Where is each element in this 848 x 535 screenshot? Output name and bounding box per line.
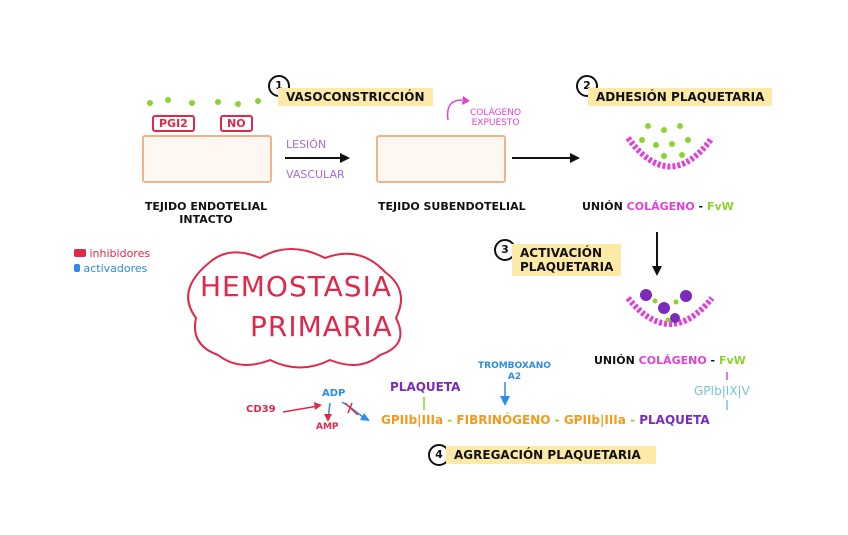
gp-ib-label: GPIb|IX|V bbox=[694, 384, 750, 398]
step4-title: AGREGACIÓN PLAQUETARIA bbox=[446, 446, 656, 464]
tromboxano-line1: TROMBOXANO bbox=[478, 361, 551, 372]
tromboxano-label: TROMBOXANO A2 bbox=[478, 361, 551, 383]
adp-label: ADP bbox=[322, 388, 345, 399]
subendothelial-tissue bbox=[376, 135, 506, 183]
gp-iib-iiia-left: GPIIb|IIIa bbox=[381, 413, 443, 427]
step1-title: VASOCONSTRICCIÓN bbox=[278, 88, 433, 106]
cd39-label: CD39 bbox=[246, 404, 276, 415]
step3-title-line2: PLAQUETARIA bbox=[520, 260, 613, 274]
union-prefix: UNIÓN bbox=[594, 354, 635, 367]
main-title-line1: HEMOSTASIA bbox=[200, 270, 392, 303]
main-title-line2: PRIMARIA bbox=[250, 310, 393, 343]
union-collagen: COLÁGENO bbox=[639, 354, 707, 367]
union-dash: - bbox=[699, 200, 704, 213]
chain-dash-3: - bbox=[630, 413, 635, 427]
legend-inhibitor-label: inhibidores bbox=[90, 247, 151, 260]
title-cloud bbox=[188, 249, 401, 368]
union-label-bottom: UNIÓN COLÁGENO - FvW bbox=[594, 354, 746, 367]
legend-activator-label: activadores bbox=[84, 262, 148, 275]
inhibitor-no: NO bbox=[220, 115, 253, 132]
union-fvw: FvW bbox=[707, 200, 734, 213]
endothelium-dots bbox=[147, 97, 261, 107]
aggregation-chain: GPIIb|IIIa - FIBRINÓGENO - GPIIb|IIIa - … bbox=[381, 413, 710, 427]
collagen-annotation-line1: COLÁGENO bbox=[470, 108, 521, 118]
gp-iib-iiia-right: GPIIb|IIIa bbox=[564, 413, 626, 427]
chain-dash-2: - bbox=[555, 413, 560, 427]
collagen-annotation-line2: EXPUESTO bbox=[470, 118, 521, 128]
lesion-label-2: VASCULAR bbox=[286, 168, 345, 181]
inhibitor-pgi2: PGI2 bbox=[152, 115, 195, 132]
union-label-top: UNIÓN COLÁGENO - FvW bbox=[582, 200, 734, 213]
collagen-annotation: COLÁGENO EXPUESTO bbox=[470, 108, 521, 128]
step2-title: ADHESIÓN PLAQUETARIA bbox=[588, 88, 772, 106]
union-collagen: COLÁGENO bbox=[627, 200, 695, 213]
fibrinogen-label: FIBRINÓGENO bbox=[456, 413, 550, 427]
lesion-label-1: LESIÓN bbox=[286, 138, 326, 151]
endothelium-label: TEJIDO ENDOTELIAL INTACTO bbox=[138, 200, 274, 226]
legend-inhibitor: inhibidores bbox=[74, 247, 150, 260]
step3-title-line1: ACTIVACIÓN bbox=[520, 246, 613, 260]
endothelium-label-line1: TEJIDO ENDOTELIAL bbox=[138, 200, 274, 213]
union-fvw: FvW bbox=[719, 354, 746, 367]
tromboxano-line2: A2 bbox=[478, 372, 551, 383]
legend-inhibitor-swatch bbox=[74, 249, 86, 257]
endothelial-tissue bbox=[142, 135, 272, 183]
chain-dash-1: - bbox=[447, 413, 452, 427]
amp-label: AMP bbox=[316, 422, 339, 432]
platelet-top-label: PLAQUETA bbox=[390, 380, 460, 394]
endothelium-label-line2: INTACTO bbox=[138, 213, 274, 226]
platelet-right-label: PLAQUETA bbox=[639, 413, 709, 427]
union-dash: - bbox=[711, 354, 716, 367]
union-prefix: UNIÓN bbox=[582, 200, 623, 213]
legend-activator: activadores bbox=[74, 262, 147, 275]
legend-activator-swatch bbox=[74, 264, 80, 272]
step3-title: ACTIVACIÓN PLAQUETARIA bbox=[512, 244, 621, 276]
subendothelium-label: TEJIDO SUBENDOTELIAL bbox=[378, 200, 526, 213]
